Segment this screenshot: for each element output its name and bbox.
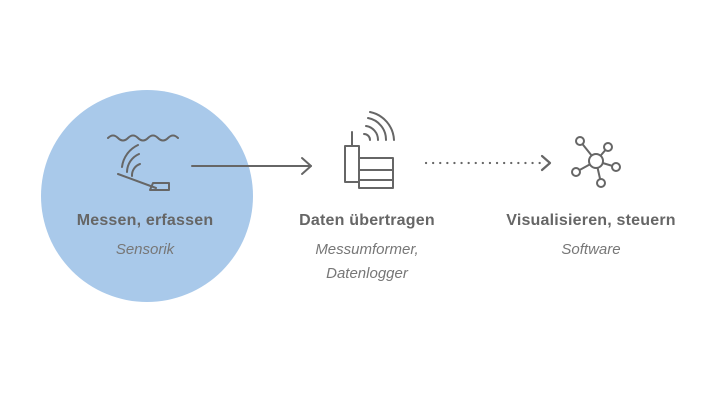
water-sensor-icon [107,134,179,191]
step-3-subtitle-line: Software [561,241,621,258]
network-nodes-icon [571,136,621,188]
highlight-circle [41,90,253,302]
step-1-subtitle-line: Sensorik [115,241,175,258]
step-2-subtitle: Messumformer, Datenlogger [247,238,487,286]
connector-dotted-arrow [424,154,552,172]
wireless-transmitter-icon [344,111,395,189]
connector-solid-arrow [191,157,312,175]
step-3-subtitle: Software [471,238,711,262]
step-3-title: Visualisieren, steuern [506,212,676,229]
step-2-subtitle-line-1: Messumformer, [315,241,419,258]
step-1-title: Messen, erfassen [76,212,214,229]
step-2-subtitle-line-2: Datenlogger [326,265,408,282]
step-2-title: Daten übertragen [299,212,435,229]
step-1-subtitle: Sensorik [25,238,265,262]
